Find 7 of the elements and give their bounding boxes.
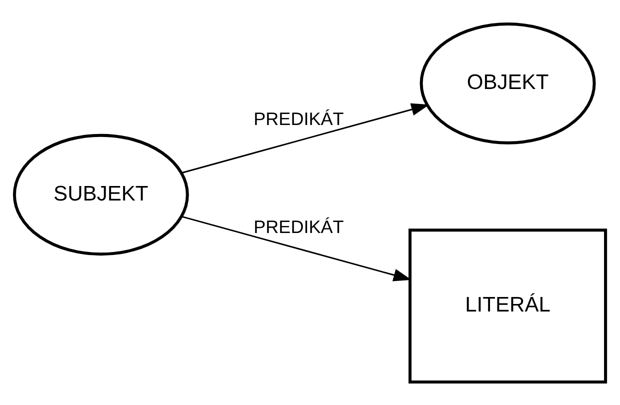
arrow [182,215,412,281]
node-box: LITERÁL [408,228,608,383]
edge-label: PREDIKÁT [254,216,344,237]
node-ellipse: SUBJEKT [12,133,189,256]
arrow [182,102,430,174]
node-ellipse: OBJEKT [420,22,596,144]
edge-label: PREDIKÁT [254,108,344,128]
